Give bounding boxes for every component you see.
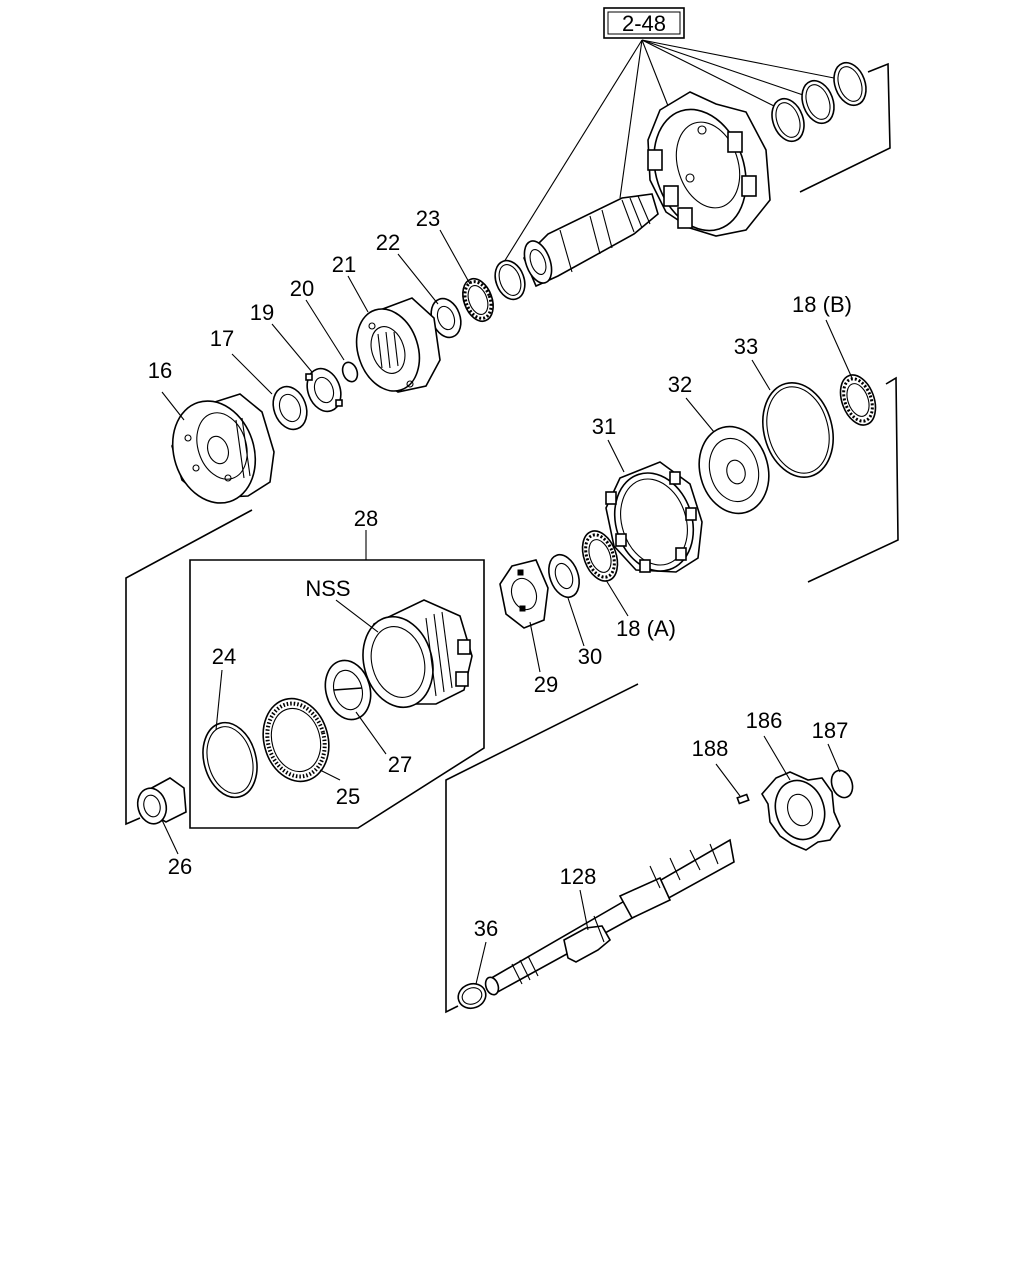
washer-30-part[interactable]	[543, 551, 584, 602]
callout-186: 186	[746, 708, 783, 733]
callout-19: 19	[250, 300, 274, 325]
output-shaft-128-part[interactable]	[483, 838, 735, 997]
thrust-bearing-23-part[interactable]	[457, 275, 498, 326]
planetary-carrier-21-part[interactable]	[346, 297, 441, 399]
reference-2-48[interactable]: 2-48	[603, 7, 685, 39]
one-way-clutch-25-part[interactable]	[254, 691, 338, 789]
callout-25: 25	[336, 784, 360, 809]
thrust-bearing-18b-part[interactable]	[834, 370, 882, 430]
washer-17-part[interactable]	[267, 382, 312, 434]
callout-36: 36	[474, 916, 498, 941]
nss-clutch-hub-part[interactable]	[353, 599, 473, 715]
snap-ring-187-part[interactable]	[828, 767, 856, 800]
callout-27: 27	[388, 752, 412, 777]
reference-label: 2-48	[622, 11, 666, 36]
bushing-26-part[interactable]	[134, 777, 187, 827]
callout-30: 30	[578, 644, 602, 669]
callout-28: 28	[354, 506, 378, 531]
snap-ring-part[interactable]	[796, 76, 839, 128]
callout-21: 21	[332, 252, 356, 277]
callout-22: 22	[376, 230, 400, 255]
reaction-plate-32-part[interactable]	[690, 419, 778, 522]
thrust-bearing-18a-part[interactable]	[576, 526, 624, 586]
callout-32: 32	[668, 372, 692, 397]
kit-28-box	[189, 559, 485, 829]
ring-gear-31-part[interactable]	[602, 461, 705, 581]
callout-nss: NSS	[305, 576, 350, 601]
callout-18b: 18 (B)	[792, 292, 852, 317]
sun-gear-drum-16-part[interactable]	[160, 390, 275, 514]
callout-labels: 16 17 19 20 21 22 23 18 (B) 33 32 31 28 …	[148, 206, 852, 941]
callout-188: 188	[692, 736, 729, 761]
split-washer-27-part[interactable]	[319, 655, 377, 724]
washer-22-part[interactable]	[426, 294, 466, 341]
thrust-washer-19-part[interactable]	[301, 364, 346, 416]
callout-16: 16	[148, 358, 172, 383]
thrust-plate-29-part[interactable]	[499, 559, 549, 629]
callout-24: 24	[212, 644, 236, 669]
callout-33: 33	[734, 334, 758, 359]
snap-ring-24-part[interactable]	[195, 717, 265, 804]
key-188-part[interactable]	[736, 793, 750, 805]
callout-leader-lines	[161, 229, 853, 985]
snap-ring-part[interactable]	[828, 58, 871, 110]
callout-187: 187	[812, 718, 849, 743]
section-boundaries	[125, 62, 899, 1014]
input-shaft-part[interactable]	[519, 193, 659, 288]
callout-18a: 18 (A)	[616, 616, 676, 641]
callout-31: 31	[592, 414, 616, 439]
snap-ring-part[interactable]	[766, 94, 809, 146]
o-ring-36-part[interactable]	[455, 980, 490, 1012]
callout-26: 26	[168, 854, 192, 879]
callout-23: 23	[416, 206, 440, 231]
seal-ring-part[interactable]	[490, 256, 530, 303]
callout-17: 17	[210, 326, 234, 351]
callout-29: 29	[534, 672, 558, 697]
clutch-drum-part[interactable]	[639, 91, 771, 243]
callout-128: 128	[560, 864, 597, 889]
snap-ring-33-part[interactable]	[753, 375, 844, 485]
snap-ring-20-part[interactable]	[340, 360, 360, 384]
callout-20: 20	[290, 276, 314, 301]
gear-186-part[interactable]	[761, 771, 841, 851]
reference-leader-lines	[503, 39, 835, 263]
